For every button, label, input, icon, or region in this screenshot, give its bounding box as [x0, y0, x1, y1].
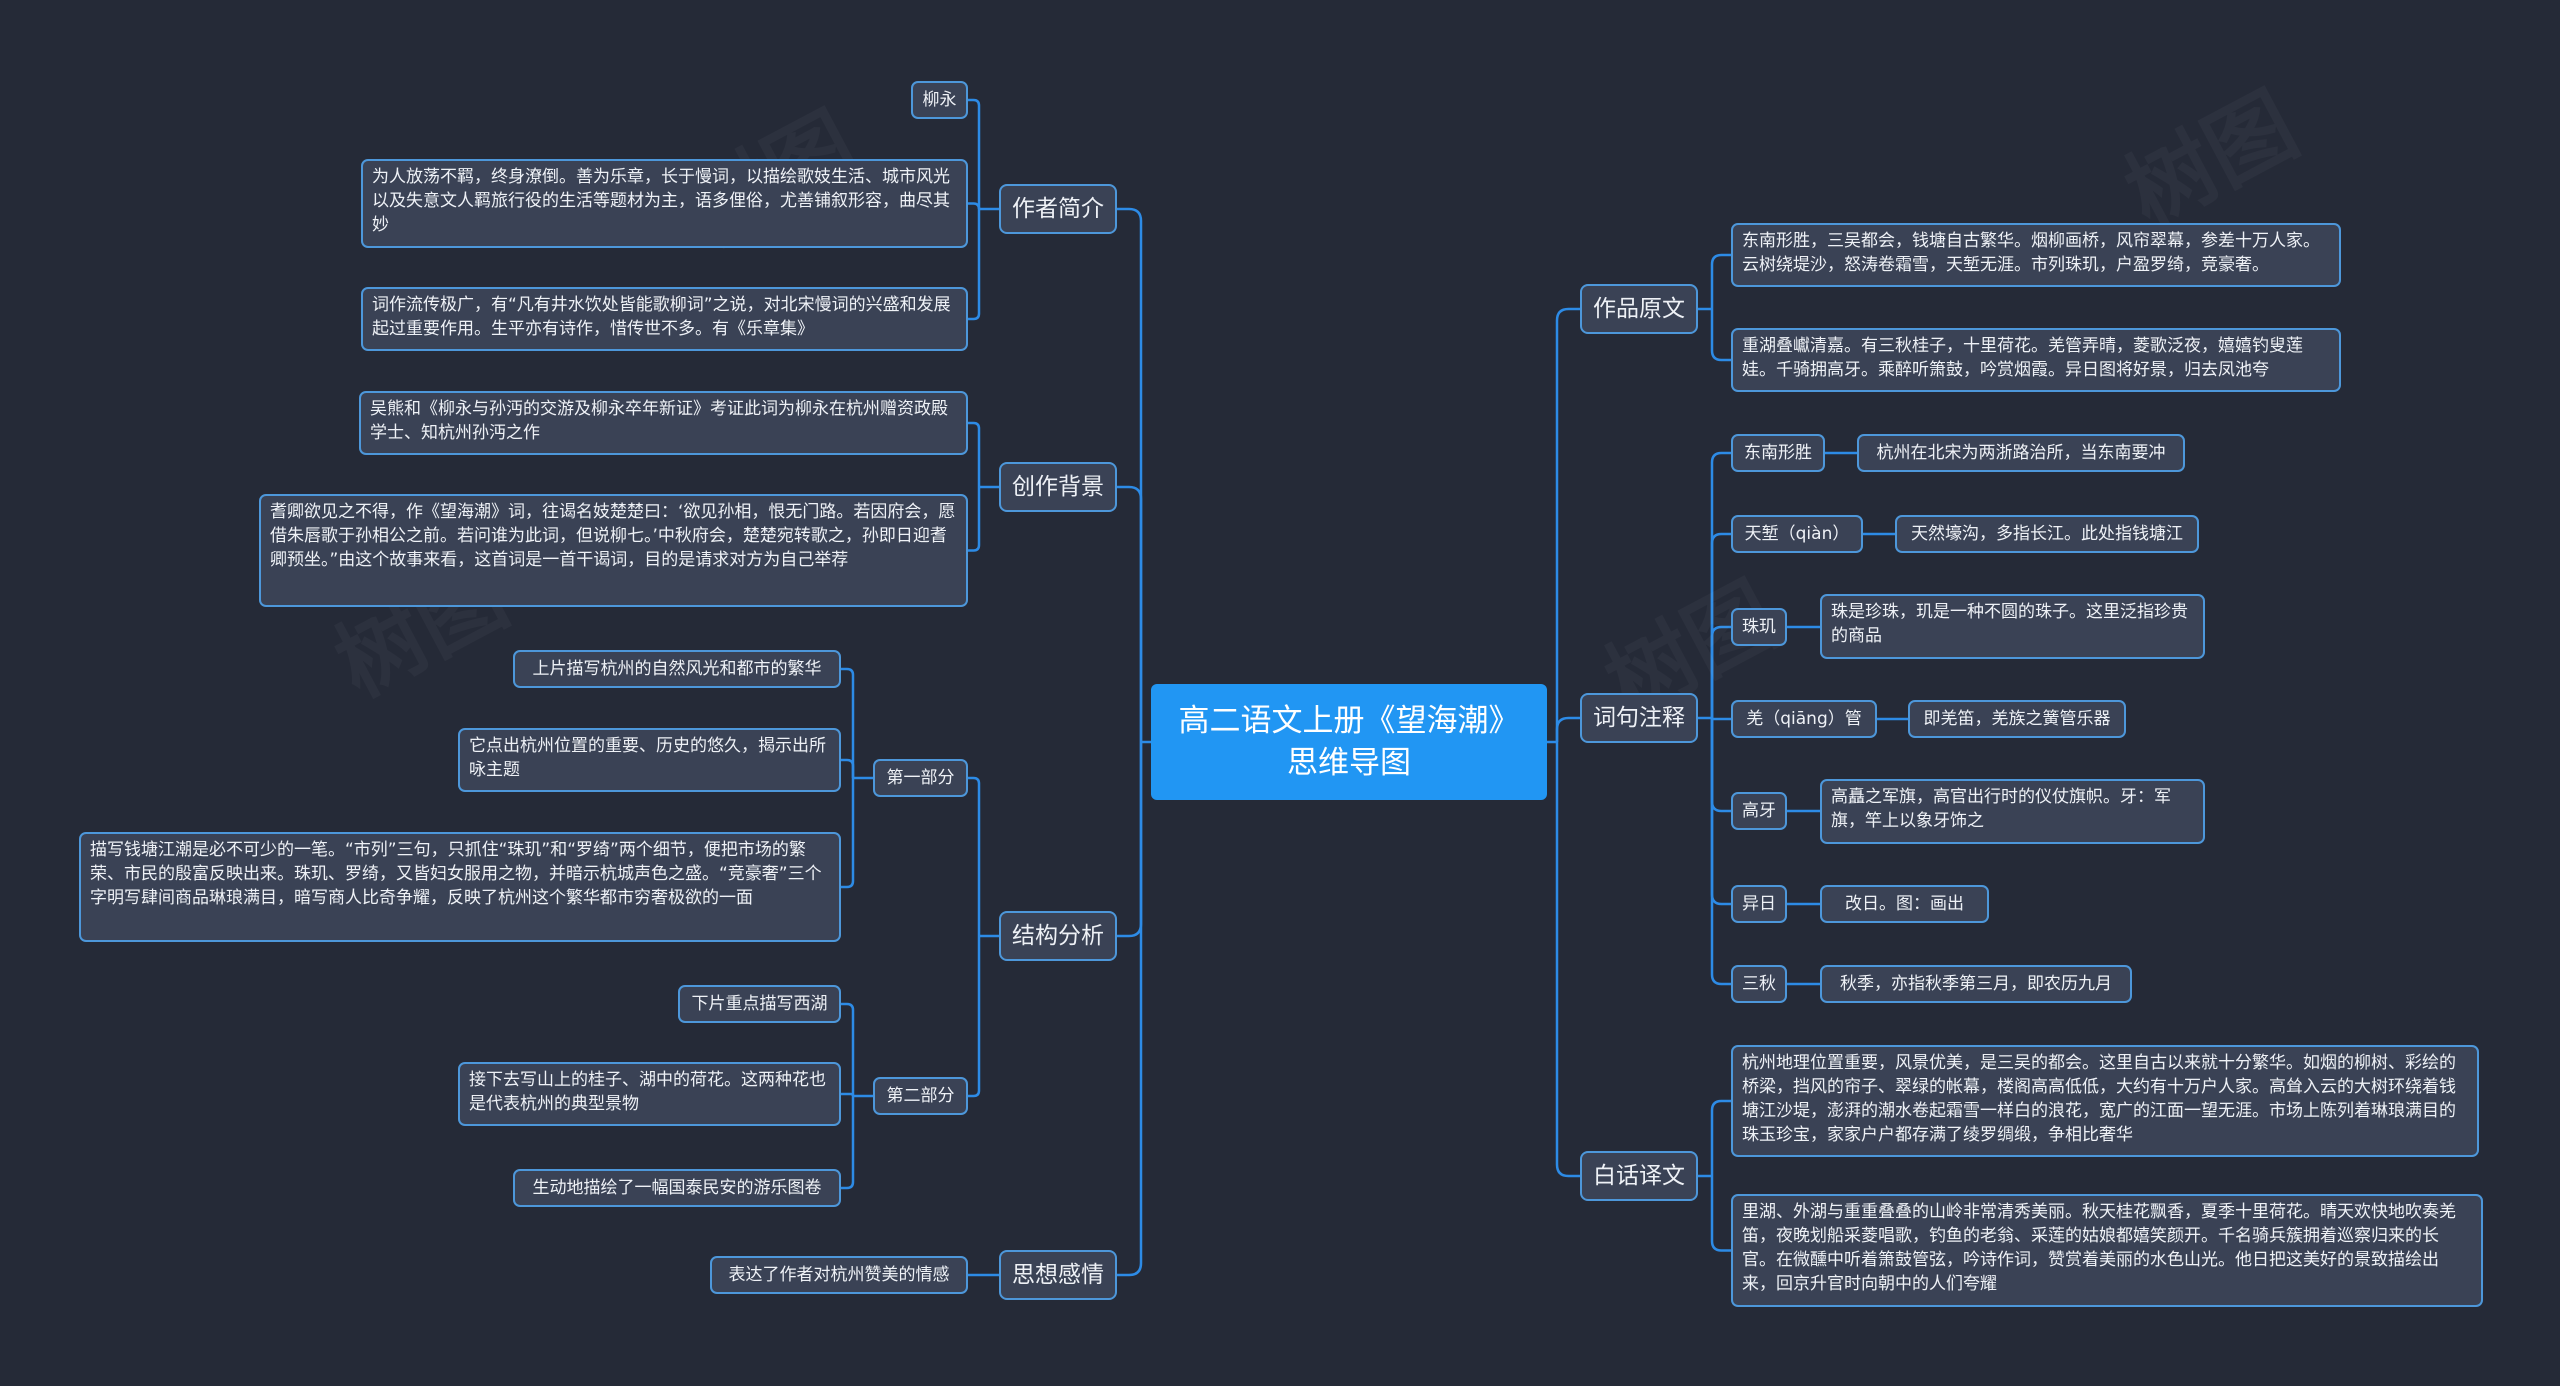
connector-line — [1555, 742, 1580, 1178]
author-name-node[interactable]: 柳永 — [911, 81, 968, 119]
part1-location-node[interactable]: 它点出杭州位置的重要、历史的悠久，揭示出所咏主题 — [458, 728, 841, 792]
connector-line — [1555, 716, 1580, 742]
connector-line — [968, 936, 981, 1098]
connector-line — [968, 487, 981, 552]
original-part1-node[interactable]: 东南形胜，三吴都会，钱塘自古繁华。烟柳画桥，风帘翠幕，参差十万人家。云树绕堤沙，… — [1731, 223, 2341, 287]
structure-part2[interactable]: 第二部分 — [873, 1077, 968, 1115]
translation-part2-node[interactable]: 里湖、外湖与重重叠叠的山岭非常清秀美丽。秋天桂花飘香，夏季十里荷花。晴天欢快地吹… — [1731, 1194, 2483, 1307]
note-term[interactable]: 羌（qiāng）管 — [1731, 700, 1877, 738]
note-term[interactable]: 东南形胜 — [1731, 434, 1825, 472]
part1-summary-node[interactable]: 上片描写杭州的自然风光和都市的繁华 — [513, 650, 841, 688]
branch-feeling[interactable]: 思想感情 — [999, 1250, 1117, 1300]
note-term[interactable]: 异日 — [1731, 885, 1787, 923]
connector-line — [1555, 307, 1580, 742]
connector-line — [841, 1096, 855, 1190]
note-term[interactable]: 三秋 — [1731, 965, 1787, 1003]
branch-author-intro[interactable]: 作者简介 — [999, 184, 1117, 234]
connector-line — [968, 776, 981, 936]
connector-line — [1710, 718, 1731, 813]
connector-line — [968, 98, 981, 209]
author-style-node[interactable]: 为人放荡不羁，终身潦倒。善为乐章，长于慢词，以描绘歌妓生活、城市风光以及失意文人… — [361, 159, 968, 248]
connector-line — [841, 1002, 855, 1096]
root-title-line2: 思维导图 — [1287, 745, 1411, 781]
connector-line — [841, 667, 855, 778]
note-definition[interactable]: 珠是珍珠，玑是一种不圆的珠子。这里泛指珍贵的商品 — [1820, 594, 2205, 659]
branch-notes[interactable]: 词句注释 — [1580, 693, 1698, 743]
part2-flowers-node[interactable]: 接下去写山上的桂子、湖中的荷花。这两种花也是代表杭州的典型景物 — [458, 1062, 841, 1126]
note-definition[interactable]: 秋季，亦指秋季第三月，即农历九月 — [1820, 965, 2132, 1003]
connector-line — [1117, 207, 1143, 742]
connector-line — [1117, 485, 1143, 742]
original-part2-node[interactable]: 重湖叠巘清嘉。有三秋桂子，十里荷花。羌管弄晴，菱歌泛夜，嬉嬉钓叟莲娃。千骑拥高牙… — [1731, 328, 2341, 392]
part2-summary-node[interactable]: 下片重点描写西湖 — [678, 985, 841, 1023]
connector-line — [1710, 309, 1731, 362]
note-definition[interactable]: 天然壕沟，多指长江。此处指钱塘江 — [1895, 515, 2199, 553]
connector-line — [841, 778, 855, 889]
structure-part1[interactable]: 第一部分 — [873, 759, 968, 797]
background-research-node[interactable]: 吴熊和《柳永与孙沔的交游及柳永卒年新证》考证此词为柳永在杭州赠资政殿学士、知杭州… — [359, 391, 968, 455]
root-topic[interactable]: 高二语文上册《望海潮》 思维导图 — [1151, 684, 1547, 800]
feeling-node[interactable]: 表达了作者对杭州赞美的情感 — [710, 1256, 968, 1294]
background-story-node[interactable]: 耆卿欲见之不得，作《望海潮》词，往谒名妓楚楚曰：‘欲见孙相，恨无门路。若因府会，… — [259, 494, 968, 607]
part1-tide-node[interactable]: 描写钱塘江潮是必不可少的一笔。“市列”三句，只抓住“珠玑”和“罗绮”两个细节，便… — [79, 832, 841, 942]
connector-line — [841, 758, 855, 778]
connector-line — [1710, 625, 1731, 718]
connector-line — [1710, 532, 1731, 718]
branch-structure[interactable]: 结构分析 — [999, 911, 1117, 961]
root-title-line1: 高二语文上册《望海潮》 — [1178, 703, 1520, 739]
connector-line — [1117, 742, 1143, 1277]
connector-line — [968, 421, 981, 487]
connector-line — [1710, 718, 1731, 986]
connector-line — [1710, 451, 1731, 718]
connector-line — [968, 209, 981, 321]
note-term[interactable]: 天堑（qiàn） — [1731, 515, 1863, 553]
connector-line — [1710, 1176, 1731, 1252]
connector-line — [968, 202, 981, 210]
translation-part1-node[interactable]: 杭州地理位置重要，风景优美，是三吴的都会。这里自古以来就十分繁华。如烟的柳树、彩… — [1731, 1045, 2479, 1157]
author-influence-node[interactable]: 词作流传极广，有“凡有井水饮处皆能歌柳词”之说，对北宋慢词的兴盛和发展起过重要作… — [361, 287, 968, 351]
connector-line — [1117, 742, 1143, 938]
connector-line — [841, 1092, 855, 1097]
branch-background[interactable]: 创作背景 — [999, 462, 1117, 512]
note-definition[interactable]: 杭州在北宋为两浙路治所，当东南要冲 — [1857, 434, 2185, 472]
connector-line — [1710, 1099, 1731, 1176]
note-term[interactable]: 高牙 — [1731, 792, 1787, 830]
connector-line — [1710, 253, 1731, 309]
note-term[interactable]: 珠玑 — [1731, 608, 1787, 646]
branch-original-text[interactable]: 作品原文 — [1580, 284, 1698, 334]
note-definition[interactable]: 即羌笛，羌族之簧管乐器 — [1908, 700, 2126, 738]
note-definition[interactable]: 改日。图：画出 — [1820, 885, 1989, 923]
part2-scene-node[interactable]: 生动地描绘了一幅国泰民安的游乐图卷 — [513, 1169, 841, 1207]
connector-line — [1710, 717, 1731, 721]
branch-translation[interactable]: 白话译文 — [1580, 1151, 1698, 1201]
note-definition[interactable]: 高矗之军旗，高官出行时的仪仗旗帜。牙：军旗，竿上以象牙饰之 — [1820, 779, 2205, 844]
